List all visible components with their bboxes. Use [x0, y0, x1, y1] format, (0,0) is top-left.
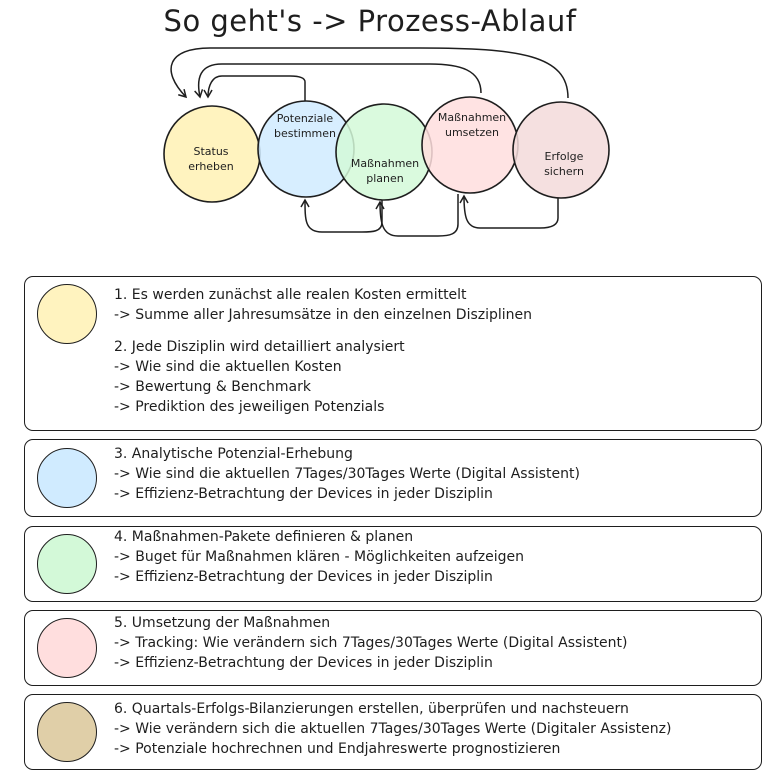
step-6-line: -> Wie verändern sich die aktuellen 7Tag… [114, 721, 672, 737]
step-2-line: -> Wie sind die aktuellen Kosten [114, 359, 342, 375]
step-2-line: -> Bewertung & Benchmark [114, 379, 311, 395]
step-5-color-dot [37, 618, 97, 678]
circle-label-planen: planen [366, 172, 404, 185]
circle-label-erheben: erheben [188, 160, 234, 173]
circle-label-status: Status [193, 145, 228, 158]
circle-label-massnahmen-umsetzen: Maßnahmen [438, 111, 506, 124]
step-1-heading: 1. Es werden zunächst alle realen Kosten… [114, 287, 467, 303]
circle-label-umsetzen: umsetzen [445, 126, 499, 139]
step-2-heading: 2. Jede Disziplin wird detailliert analy… [114, 339, 405, 355]
process-flow-diagram: Status erheben Potenziale bestimmen Maßn… [163, 47, 610, 237]
step-3-line: -> Effizienz-Betrachtung der Devices in … [114, 486, 493, 502]
arrow-erfolge-to-status [170, 47, 569, 99]
circle-label-massnahmen-planen: Maßnahmen [351, 157, 419, 170]
arrow-erfolge-to-umsetzen [459, 194, 559, 229]
circle-label-bestimmen: bestimmen [274, 127, 336, 140]
step-4-line: -> Buget für Maßnahmen klären - Möglichk… [114, 549, 525, 565]
circle-label-sichern: sichern [544, 165, 584, 178]
step-6-line: -> Potenziale hochrechnen und Endjahresw… [114, 741, 561, 757]
step-6-color-dot [37, 702, 97, 762]
step-3-line: -> Wie sind die aktuellen 7Tages/30Tages… [114, 466, 580, 482]
arrow-umsetzen-to-status [194, 63, 482, 99]
page-title: So geht's -> Prozess-Ablauf [163, 4, 577, 38]
step-1-line: -> Summe aller Jahresumsätze in den einz… [114, 307, 533, 323]
step-box-1: 1. Es werden zunächst alle realen Kosten… [24, 276, 762, 431]
step-box-5: 5. Umsetzung der Maßnahmen -> Tracking: … [24, 610, 762, 686]
step-2-line: -> Prediktion des jeweiligen Potenzials [114, 399, 385, 415]
circle-label-potenziale: Potenziale [277, 112, 334, 125]
circle-massnahmen-planen [335, 103, 433, 201]
arrow-umsetzen-to-planen [375, 194, 459, 237]
step-1-color-dot [37, 284, 97, 344]
step-4-line: -> Effizienz-Betrachtung der Devices in … [114, 569, 493, 585]
step-5-line: -> Effizienz-Betrachtung der Devices in … [114, 655, 493, 671]
step-5-line: -> Tracking: Wie verändern sich 7Tages/3… [114, 635, 628, 651]
step-box-3: 3. Analytische Potenzial-Erhebung -> Wie… [24, 439, 762, 517]
step-box-6: 6. Quartals-Erfolgs-Bilanzierungen erste… [24, 694, 762, 770]
arrow-potenziale-to-status [203, 75, 306, 101]
step-6-heading: 6. Quartals-Erfolgs-Bilanzierungen erste… [114, 701, 629, 717]
step-4-color-dot [37, 534, 97, 594]
step-box-4: 4. Maßnahmen-Pakete definieren & planen … [24, 526, 762, 602]
step-5-heading: 5. Umsetzung der Maßnahmen [114, 615, 331, 631]
circle-erfolge-sichern [512, 101, 610, 199]
circle-label-erfolge: Erfolge [545, 150, 584, 163]
step-4-heading: 4. Maßnahmen-Pakete definieren & planen [114, 529, 414, 545]
step-3-color-dot [37, 448, 97, 508]
arrow-planen-to-potenziale [300, 198, 383, 233]
step-3-heading: 3. Analytische Potenzial-Erhebung [114, 446, 353, 462]
